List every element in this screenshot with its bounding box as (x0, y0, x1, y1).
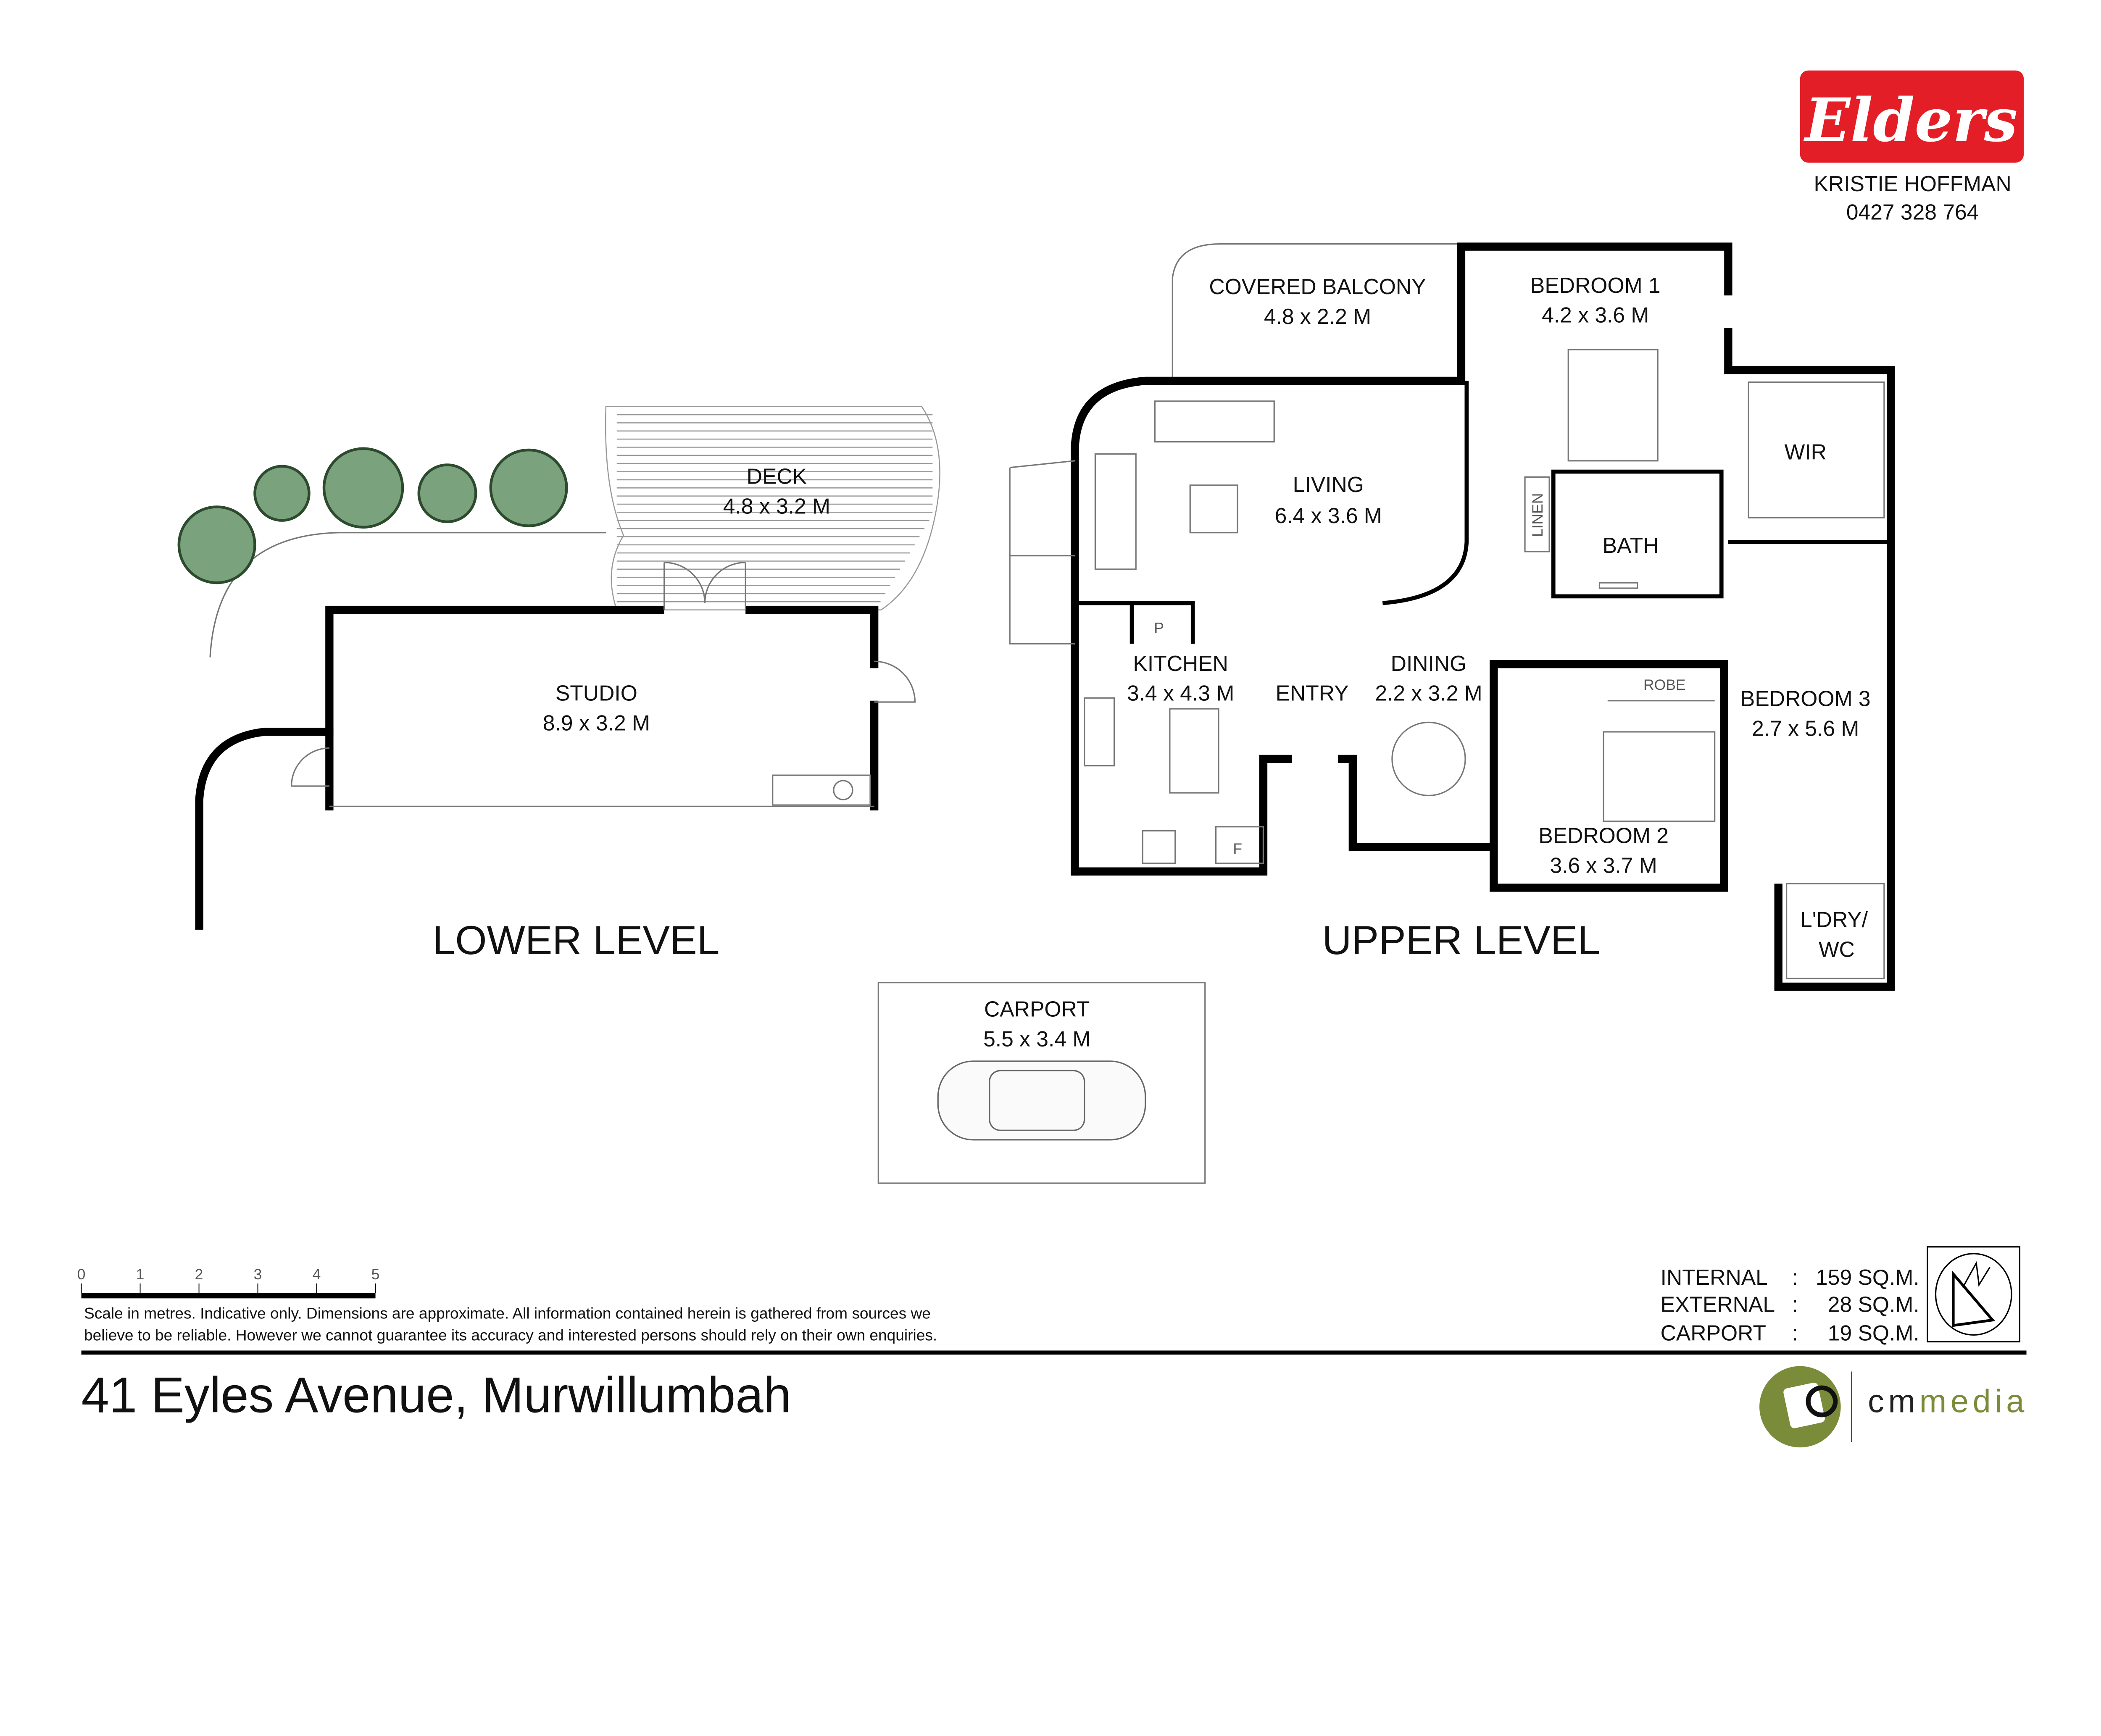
car-icon (937, 1060, 1146, 1141)
disclaimer-line-2: believe to be reliable. However we canno… (84, 1326, 937, 1344)
upper-level-title: UPPER LEVEL (1322, 917, 1601, 963)
agent-phone: 0427 328 764 (1846, 200, 1979, 224)
room-label: BEDROOM 1 (1530, 273, 1661, 297)
svg-text:CARPORT: CARPORT (1661, 1320, 1766, 1345)
svg-text:28 SQ.M.: 28 SQ.M. (1828, 1292, 1919, 1317)
room-label: LIVING (1293, 472, 1364, 497)
robe-label: ROBE (1643, 676, 1686, 693)
room-label: LINEN (1529, 493, 1546, 537)
room-size: 6.4 x 3.6 M (1275, 503, 1382, 528)
north-arrow-icon (1927, 1246, 2021, 1343)
room-size: 5.5 x 3.4 M (983, 1026, 1090, 1051)
svg-text:INTERNAL: INTERNAL (1661, 1265, 1768, 1289)
svg-text:5: 5 (371, 1266, 380, 1283)
room-size: 4.8 x 2.2 M (1264, 304, 1371, 329)
lower-level-title: LOWER LEVEL (432, 917, 719, 963)
room-label: L'DRY/ (1800, 907, 1868, 931)
room-label: WIR (1785, 440, 1827, 464)
tree-icon (177, 447, 568, 584)
room-label: DECK (747, 464, 807, 489)
room-label: BEDROOM 2 (1538, 823, 1669, 847)
agent-name: KRISTIE HOFFMAN (1814, 171, 2011, 196)
room-size: 3.4 x 4.3 M (1127, 681, 1234, 705)
room-label: COVERED BALCONY (1209, 274, 1426, 299)
room-label: ENTRY (1276, 681, 1349, 705)
svg-text:3: 3 (254, 1266, 262, 1283)
svg-text:2: 2 (195, 1266, 203, 1283)
room-size: 2.2 x 3.2 M (1375, 681, 1482, 705)
svg-text::: : (1792, 1292, 1798, 1317)
svg-text:0: 0 (77, 1266, 86, 1283)
room-label: WC (1819, 937, 1855, 961)
carport-outline (877, 982, 1206, 1184)
svg-text:19 SQ.M.: 19 SQ.M. (1828, 1320, 1919, 1345)
svg-text:159 SQ.M.: 159 SQ.M. (1816, 1265, 1919, 1289)
disclaimer-line-1: Scale in metres. Indicative only. Dimens… (84, 1305, 931, 1322)
property-address: 41 Eyles Avenue, Murwillumbah (82, 1367, 791, 1423)
svg-text:4: 4 (313, 1266, 321, 1283)
elders-logo: Elders (1800, 70, 2024, 163)
lower-level (177, 406, 940, 930)
room-label: BEDROOM 3 (1740, 687, 1871, 711)
room-label: KITCHEN (1133, 651, 1228, 676)
room-size: 8.9 x 3.2 M (543, 711, 650, 735)
room-size: 2.7 x 5.6 M (1752, 716, 1859, 741)
svg-text:EXTERNAL: EXTERNAL (1661, 1292, 1775, 1317)
area-table: INTERNAL : 159 SQ.M. EXTERNAL : 28 SQ.M.… (1661, 1265, 1919, 1345)
room-size: 3.6 x 3.7 M (1550, 853, 1657, 877)
upper-level (1009, 242, 1895, 991)
svg-text:1: 1 (136, 1266, 145, 1283)
room-label: DINING (1391, 651, 1467, 676)
svg-text::: : (1792, 1320, 1798, 1345)
room-size: 4.2 x 3.6 M (1542, 303, 1649, 327)
scale-bar: 0 1 2 3 4 5 (77, 1266, 380, 1299)
fridge-label: F (1233, 840, 1242, 857)
svg-text::: : (1792, 1265, 1798, 1289)
svg-text:Elders: Elders (1803, 85, 2017, 155)
cmmedia-logo: cmmedia (1759, 1366, 2028, 1448)
room-label: STUDIO (556, 681, 637, 705)
room-label: BATH (1603, 533, 1659, 558)
room-size: 4.8 x 3.2 M (723, 494, 830, 518)
pantry-label: P (1154, 619, 1164, 636)
deck-hatching (605, 406, 940, 610)
room-label: CARPORT (984, 997, 1090, 1021)
floor-plan: Elders KRISTIE HOFFMAN 0427 328 764 DECK… (77, 70, 2028, 1448)
svg-text:cmmedia: cmmedia (1868, 1383, 2028, 1419)
